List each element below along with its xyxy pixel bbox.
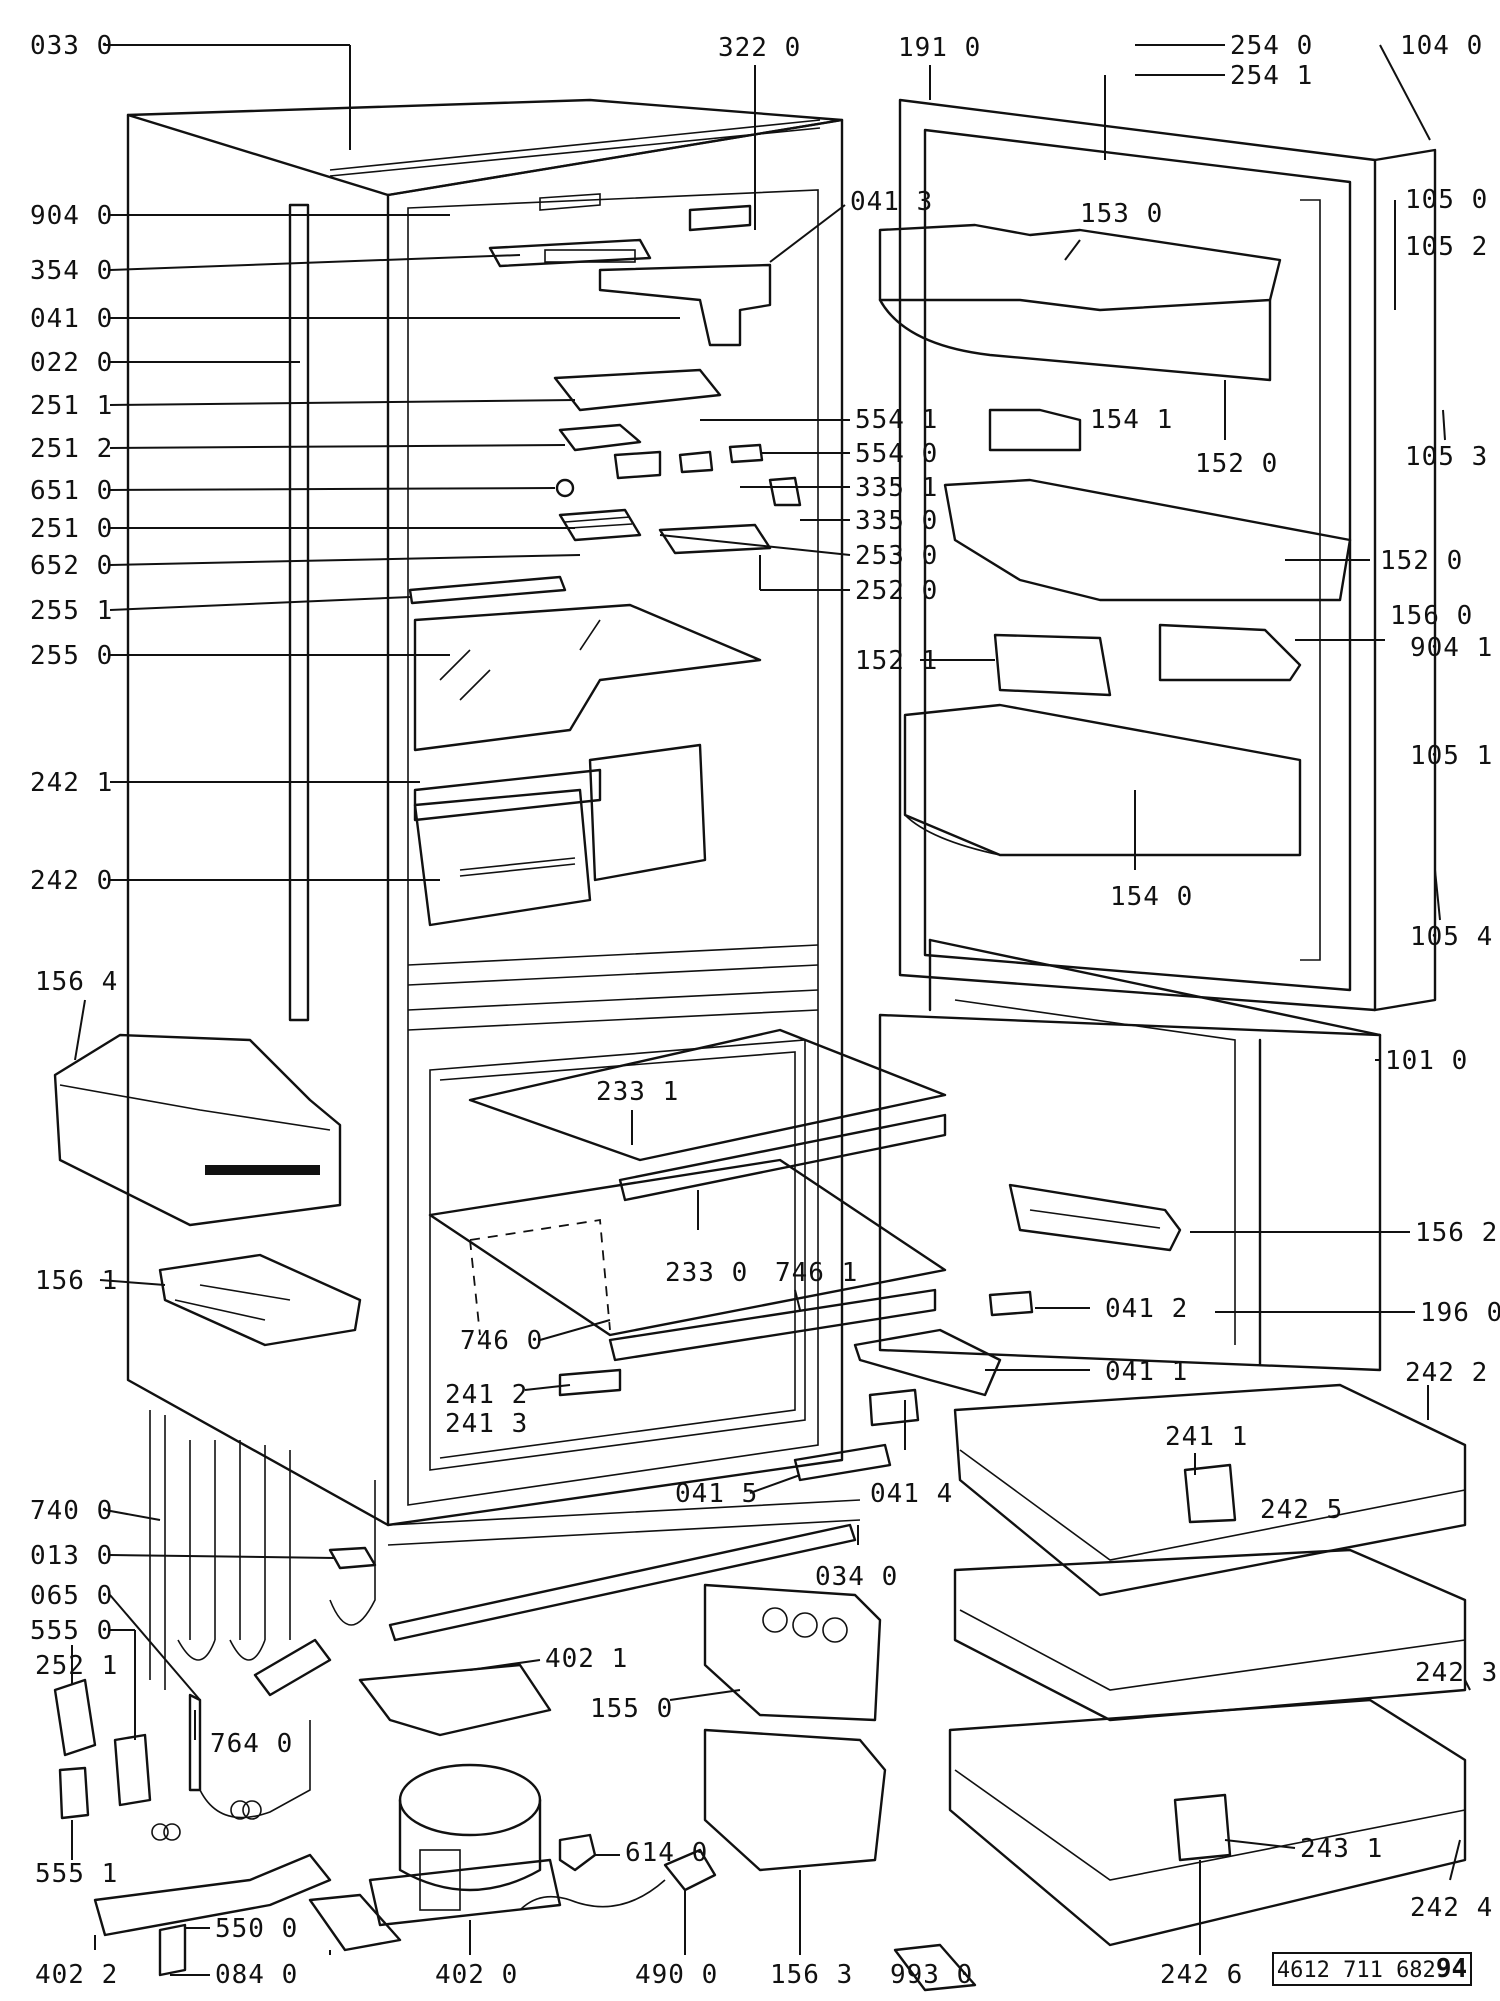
label-242-4: 242 4	[1410, 1893, 1493, 1923]
label-153-0: 153 0	[1080, 199, 1163, 229]
label-034-0: 034 0	[815, 1562, 898, 1592]
label-252-1: 252 1	[35, 1651, 118, 1681]
label-041-4: 041 4	[870, 1479, 953, 1509]
label-156-0: 156 0	[1390, 601, 1473, 631]
label-233-0: 233 0	[665, 1258, 748, 1288]
drawers	[948, 1383, 1467, 1947]
label-022-0: 022 0	[30, 348, 113, 378]
label-196-0: 196 0	[1420, 1298, 1500, 1328]
label-322-0: 322 0	[718, 33, 801, 63]
label-993-0: 993 0	[890, 1960, 973, 1990]
freezer-door	[878, 938, 1382, 1372]
label-904-1: 904 1	[1410, 633, 1493, 663]
label-242-0: 242 0	[30, 866, 113, 896]
label-746-0: 746 0	[460, 1326, 543, 1356]
label-152-0-a: 152 0	[1195, 449, 1278, 479]
label-740-0: 740 0	[30, 1496, 113, 1526]
label-251-2: 251 2	[30, 434, 113, 464]
label-242-2: 242 2	[1405, 1358, 1488, 1388]
label-252-0: 252 0	[855, 576, 938, 606]
freezer-shelves	[428, 1028, 947, 1397]
label-241-1: 241 1	[1165, 1422, 1248, 1452]
label-242-5: 242 5	[1260, 1495, 1343, 1525]
label-253-0: 253 0	[855, 541, 938, 571]
cabinet	[126, 98, 861, 1690]
fridge-door	[878, 98, 1437, 1012]
label-402-2: 402 2	[35, 1960, 118, 1990]
label-251-0: 251 0	[30, 514, 113, 544]
label-255-1: 255 1	[30, 596, 113, 626]
label-555-1: 555 1	[35, 1859, 118, 1889]
label-156-4: 156 4	[35, 967, 118, 997]
label-013-0: 013 0	[30, 1541, 113, 1571]
label-105-4: 105 4	[1410, 922, 1493, 952]
label-105-2: 105 2	[1405, 232, 1488, 262]
label-104-0: 104 0	[1400, 31, 1483, 61]
label-555-0: 555 0	[30, 1616, 113, 1646]
label-242-6: 242 6	[1160, 1960, 1243, 1990]
loose-parts	[53, 1033, 1034, 1992]
label-402-0: 402 0	[435, 1960, 518, 1990]
label-254-0: 254 0	[1230, 31, 1313, 61]
label-191-0: 191 0	[898, 33, 981, 63]
label-155-0: 155 0	[590, 1694, 673, 1724]
control-parts	[488, 204, 802, 555]
label-490-0: 490 0	[635, 1960, 718, 1990]
label-105-0: 105 0	[1405, 185, 1488, 215]
label-242-1: 242 1	[30, 768, 113, 798]
label-041-5: 041 5	[675, 1479, 758, 1509]
label-065-0: 065 0	[30, 1581, 113, 1611]
label-254-1: 254 1	[1230, 61, 1313, 91]
label-554-0: 554 0	[855, 439, 938, 469]
label-335-1: 335 1	[855, 473, 938, 503]
label-105-3: 105 3	[1405, 442, 1488, 472]
label-041-0: 041 0	[30, 304, 113, 334]
label-402-1: 402 1	[545, 1644, 628, 1674]
label-154-1: 154 1	[1090, 405, 1173, 435]
label-251-1: 251 1	[30, 391, 113, 421]
label-241-3: 241 3	[445, 1409, 528, 1439]
label-651-0: 651 0	[30, 476, 113, 506]
label-156-2: 156 2	[1415, 1218, 1498, 1248]
label-041-2: 041 2	[1105, 1294, 1188, 1324]
label-105-1: 105 1	[1410, 741, 1493, 771]
label-156-3: 156 3	[770, 1960, 853, 1990]
part-labels: 033 0 322 0 191 0 254 0 254 1 104 0 904 …	[30, 31, 1500, 1990]
label-243-1: 243 1	[1300, 1834, 1383, 1864]
label-101-0: 101 0	[1385, 1046, 1468, 1076]
label-152-0-b: 152 0	[1380, 546, 1463, 576]
label-033-0: 033 0	[30, 31, 113, 61]
label-233-1: 233 1	[596, 1077, 679, 1107]
label-746-1: 746 1	[775, 1258, 858, 1288]
leader-lines	[71, 44, 1471, 1976]
label-154-0: 154 0	[1110, 882, 1193, 912]
label-241-2: 241 2	[445, 1380, 528, 1410]
label-084-0: 084 0	[215, 1960, 298, 1990]
document-number-box: 4612 711 68294	[1272, 1952, 1472, 1986]
document-number-prefix: 4612 711 682	[1276, 1958, 1436, 1983]
label-156-1: 156 1	[35, 1266, 118, 1296]
fridge-shelves	[408, 575, 762, 927]
label-242-3: 242 3	[1415, 1658, 1498, 1688]
document-number-suffix: 94	[1435, 1954, 1468, 1984]
label-652-0: 652 0	[30, 551, 113, 581]
label-904-0: 904 0	[30, 201, 113, 231]
label-041-1: 041 1	[1105, 1357, 1188, 1387]
label-554-1: 554 1	[855, 405, 938, 435]
label-335-0: 335 0	[855, 506, 938, 536]
label-255-0: 255 0	[30, 641, 113, 671]
label-041-3: 041 3	[850, 187, 933, 217]
label-764-0: 764 0	[210, 1729, 293, 1759]
label-614-0: 614 0	[625, 1838, 708, 1868]
label-354-0: 354 0	[30, 256, 113, 286]
label-152-1: 152 1	[855, 646, 938, 676]
label-550-0: 550 0	[215, 1914, 298, 1944]
